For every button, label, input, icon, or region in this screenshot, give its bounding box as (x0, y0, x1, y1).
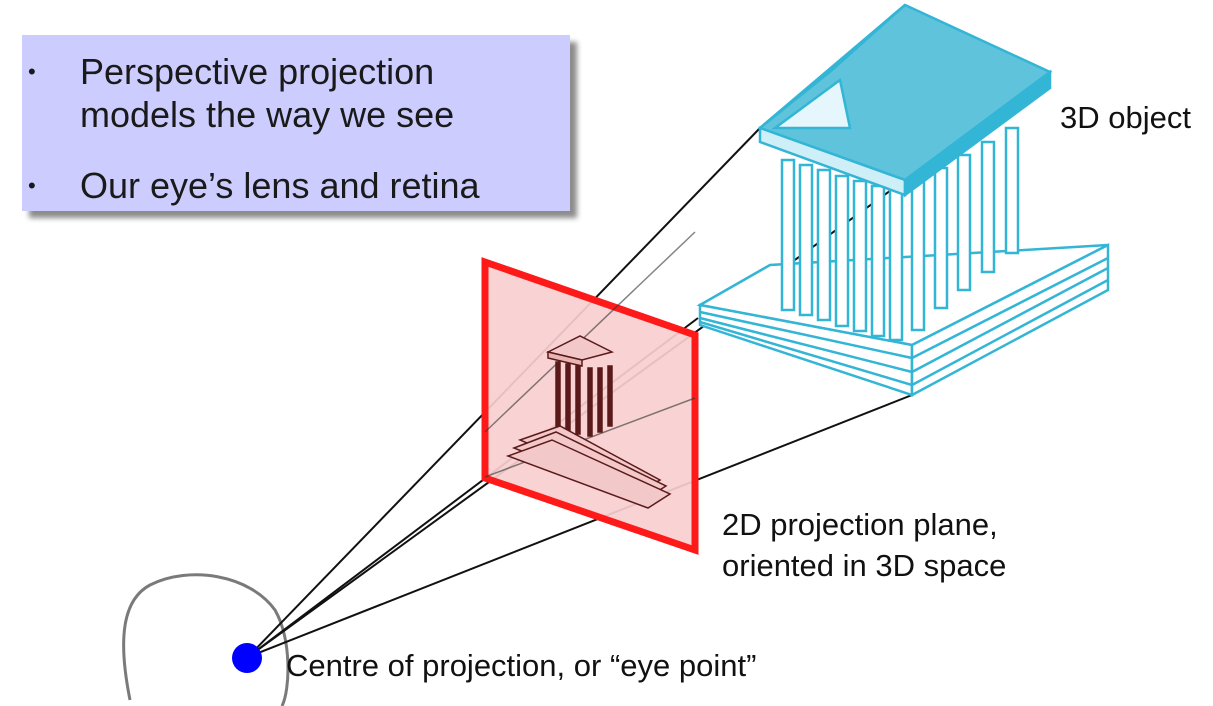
plane-label-line1: 2D projection plane, (722, 507, 998, 542)
bullet-text-line: models the way we see (80, 94, 455, 135)
bullet-marker: • (28, 173, 36, 198)
viewer-head-outline (122, 573, 290, 706)
bullet-box: • Perspective projection models the way … (22, 35, 570, 211)
temple-columns (780, 126, 1020, 342)
temple-steps (696, 242, 1110, 398)
temple-3d-object (696, 3, 1110, 398)
projected-temple (505, 335, 672, 509)
bullet-text-line: Perspective projection (80, 51, 435, 92)
bullet-text-line: Our eye’s lens and retina (80, 165, 480, 206)
ray-bottom-right (247, 394, 913, 658)
bullet-marker: • (28, 59, 36, 84)
plane-label-line2: oriented in 3D space (722, 548, 1007, 583)
eye-point-label: Centre of projection, or “eye point” (286, 648, 757, 683)
eye-point (232, 643, 262, 673)
object-label: 3D object (1060, 100, 1191, 135)
temple-roof (757, 3, 1053, 198)
